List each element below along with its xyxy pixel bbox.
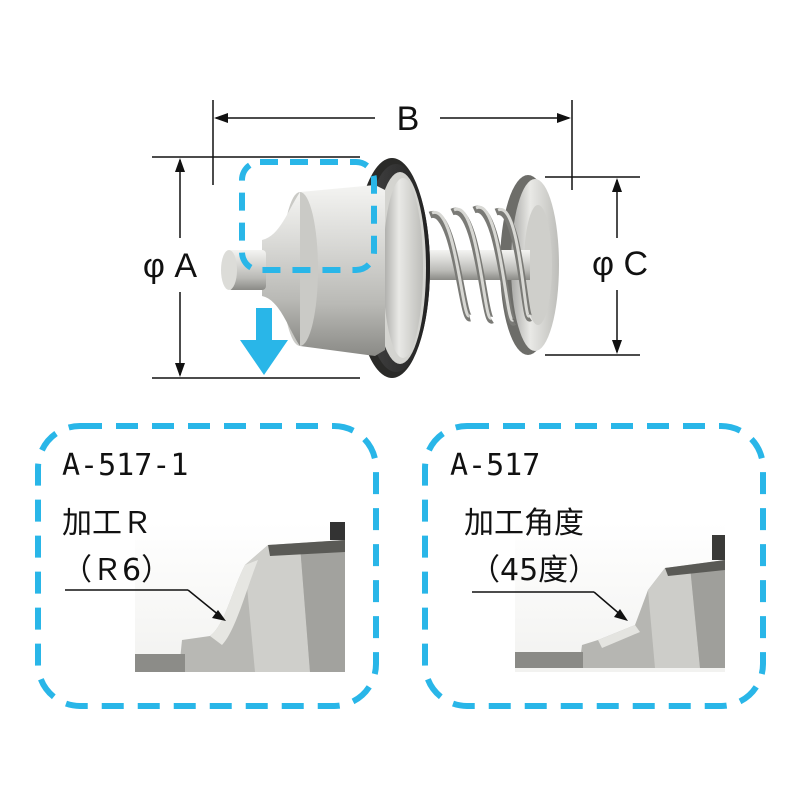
dimension-a-label: φ A: [143, 247, 197, 285]
panel-a517: A-517 加工角度 （45度）: [422, 423, 766, 709]
panel2-leader: [472, 591, 628, 621]
dimension-b-label: B: [397, 100, 420, 138]
part-illustration: [221, 158, 559, 378]
valve-body: [300, 185, 385, 356]
valve-cone: [262, 192, 300, 346]
dimension-b: [212, 100, 573, 190]
dimension-c-label: φ C: [592, 245, 648, 283]
dimension-c: [545, 176, 640, 356]
panel1-value: （Ｒ6）: [62, 553, 171, 588]
closeup-photo-r: [135, 522, 345, 672]
valve-tip: [228, 250, 266, 290]
panel1-part-number: A-517-1: [62, 448, 188, 483]
panel2-value: （45度）: [470, 553, 598, 588]
dimension-a: [152, 156, 360, 379]
panel2-feature: 加工角度: [464, 506, 584, 541]
panel1-feature: 加工Ｒ: [62, 506, 152, 541]
panel2-part-number: A-517: [450, 448, 540, 483]
closeup-photo-angle: [515, 522, 725, 672]
down-arrow-icon: [240, 308, 288, 375]
highlight-box: [239, 159, 377, 273]
panel-a517-1: A-517-1 加工Ｒ （Ｒ6）: [35, 423, 379, 709]
panel1-leader: [65, 589, 226, 621]
